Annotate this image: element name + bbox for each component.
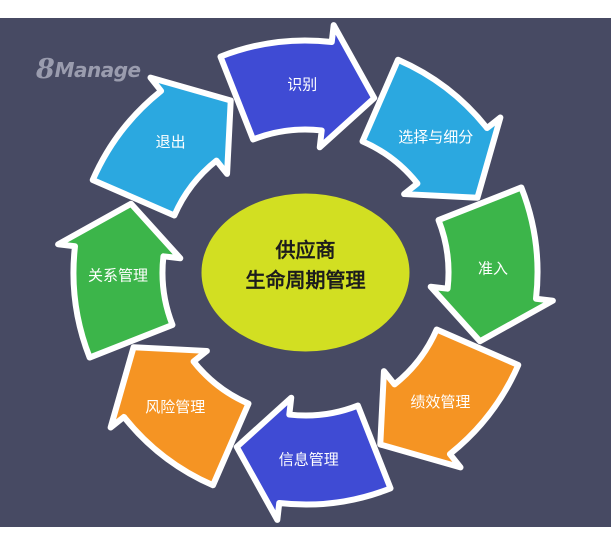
cycle-arrow-5[interactable] — [233, 394, 394, 523]
cycle-arrow-3[interactable] — [427, 184, 556, 345]
cycle-arrow-label-8: 退出 — [156, 133, 186, 151]
cycle-arrow-label-6: 风险管理 — [145, 398, 205, 416]
logo-digit: 8 — [36, 54, 55, 85]
diagram-stage: 8Manage 识别选择与细分准入绩效管理信息管理 风险管理 关系管理 退出 供应商生… — [0, 18, 611, 527]
cycle-arrow-label-7: 关系管理 — [88, 266, 148, 284]
logo-word: Manage — [54, 58, 142, 82]
cycle-arrow-8[interactable] — [89, 74, 234, 219]
cycle-arrow-2[interactable] — [359, 56, 504, 201]
center-ellipse — [201, 193, 410, 352]
center-title-line2: 生命周期管理 — [246, 268, 366, 292]
cycle-arrow-label-4: 绩效管理 — [410, 393, 470, 411]
center-title-line1: 供应商 — [275, 238, 336, 262]
cycle-arrow-label-2: 选择与细分 — [398, 128, 473, 146]
cycle-arrow-1[interactable] — [217, 22, 378, 151]
cycle-arrow-7[interactable] — [55, 200, 184, 361]
cycle-arrow-6[interactable] — [107, 344, 252, 489]
cycle-arrow-4[interactable] — [377, 326, 522, 471]
cycle-arrow-label-1: 识别 — [287, 76, 317, 94]
cycle-arrow-label-5: 信息管理 — [279, 450, 339, 468]
brand-logo: 8Manage — [36, 54, 141, 85]
cycle-arrow-label-3: 准入 — [478, 260, 508, 278]
